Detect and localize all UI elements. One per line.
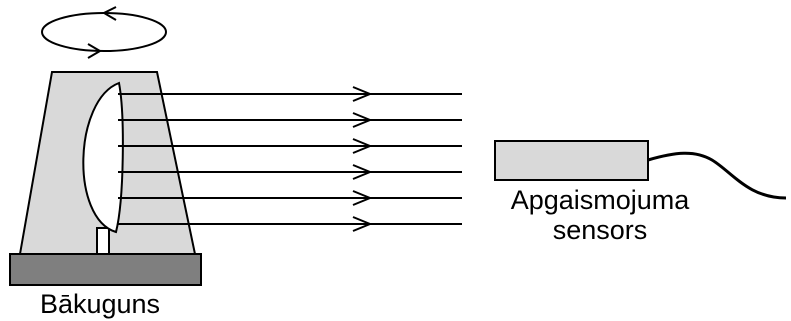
light-rays [118,86,462,232]
arrowhead-icon [352,216,373,232]
rotation-arrowhead-top [101,6,117,21]
sensor-label-line1: Apgaismojuma [510,185,690,215]
sensor-cable [647,151,787,200]
lighthouse-label: Bākuguns [39,289,161,319]
rotation-ellipse [41,12,167,52]
sensor-label-line2: sensors [552,215,648,245]
lighthouse-lens [82,81,124,234]
arrowhead-icon [352,190,373,206]
sensor-label: Apgaismojuma sensors [485,185,715,245]
lens-stand [96,227,110,256]
arrowhead-icon [352,164,373,180]
rotation-arrow-icon [41,6,167,59]
light-sensor-box [494,140,649,181]
arrowhead-icon [352,138,373,154]
arrowhead-icon [352,112,373,128]
rotation-arrowhead-bottom [87,43,102,59]
lighthouse-base [9,253,202,286]
arrowhead-icon [352,86,373,102]
